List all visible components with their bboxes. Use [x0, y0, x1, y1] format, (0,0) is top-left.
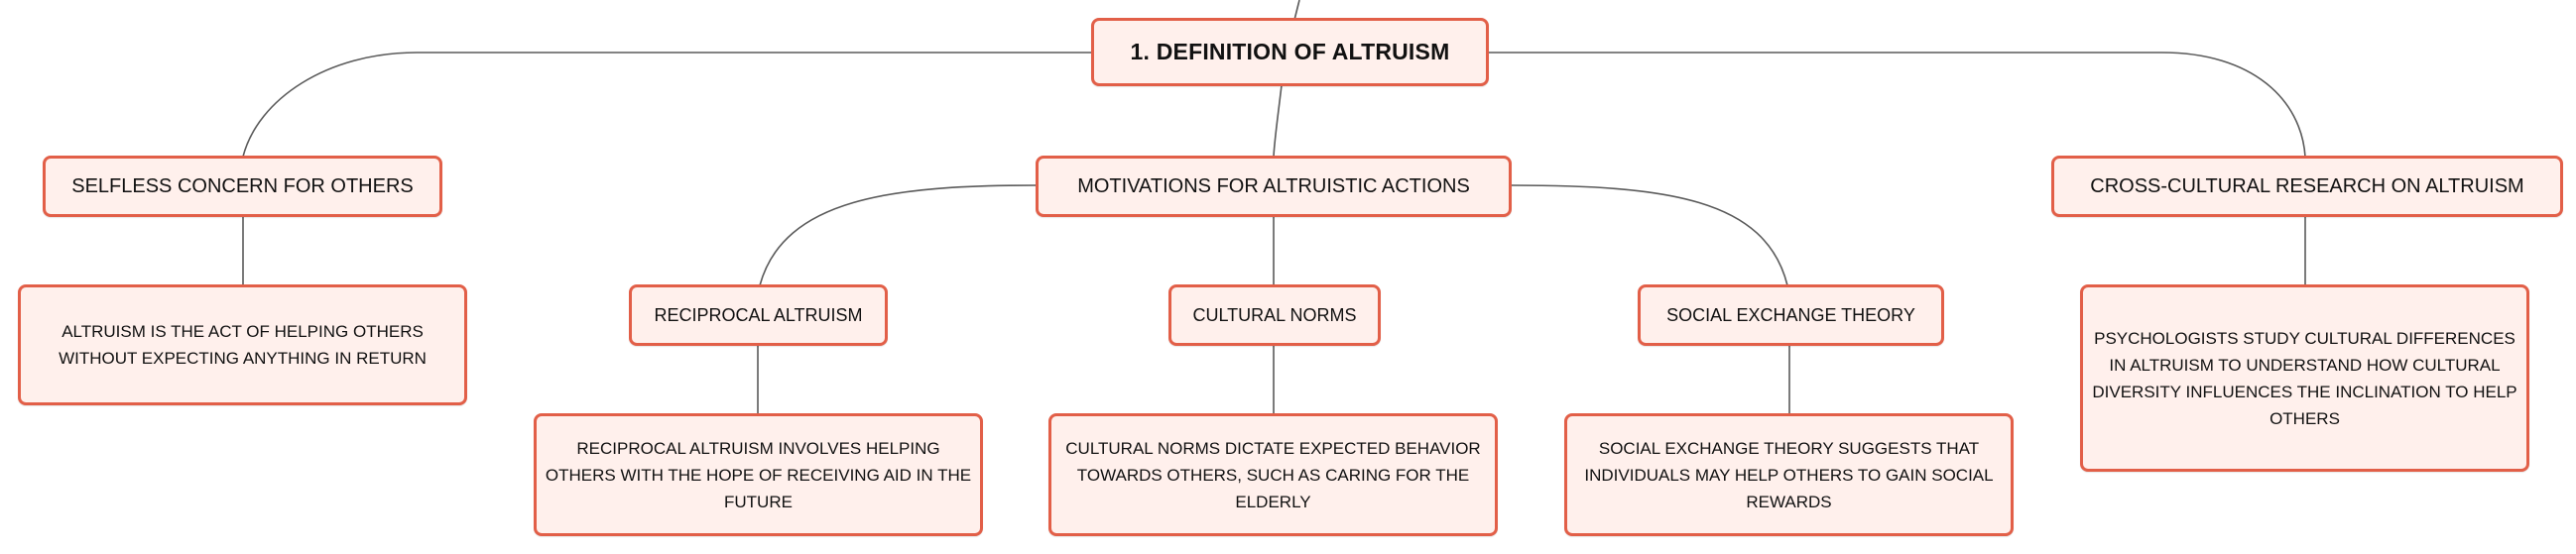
root-node-label: 1. DEFINITION OF ALTRUISM [1130, 39, 1450, 64]
leaf-text: CULTURAL NORMS DICTATE EXPECTED BEHAVIOR… [1065, 438, 1481, 511]
leaf-cross-cultural-research[interactable]: PSYCHOLOGISTS STUDY CULTURAL DIFFERENCES… [2080, 284, 2529, 472]
leaf-text: RECIPROCAL ALTRUISM INVOLVES HELPING OTH… [545, 438, 972, 511]
sub-branch-label: CULTURAL NORMS [1192, 304, 1357, 325]
connector-motivations-to-reciprocal [759, 184, 1038, 286]
leaf-selfless-definition[interactable]: ALTRUISM IS THE ACT OF HELPING OTHERS WI… [18, 284, 467, 405]
sub-branch-label: RECIPROCAL ALTRUISM [654, 304, 863, 325]
branch-label: SELFLESS CONCERN FOR OTHERS [71, 174, 414, 197]
branch-selfless-concern[interactable]: SELFLESS CONCERN FOR OTHERS [43, 156, 442, 217]
sub-branch-social-exchange[interactable]: SOCIAL EXCHANGE THEORY [1638, 284, 1944, 346]
leaf-reciprocal-altruism[interactable]: RECIPROCAL ALTRUISM INVOLVES HELPING OTH… [534, 413, 983, 536]
leaf-text: PSYCHOLOGISTS STUDY CULTURAL DIFFERENCES… [2092, 328, 2517, 428]
connector-root-to-crosscultural [1488, 52, 2306, 158]
leaf-social-exchange[interactable]: SOCIAL EXCHANGE THEORY SUGGESTS THAT IND… [1564, 413, 2014, 536]
connector-root-to-motivations [1273, 84, 1283, 158]
connector-root-to-selfless [242, 52, 1091, 158]
root-node[interactable]: 1. DEFINITION OF ALTRUISM [1091, 18, 1489, 86]
branch-cross-cultural[interactable]: CROSS-CULTURAL RESEARCH ON ALTRUISM [2051, 156, 2563, 217]
branch-label: CROSS-CULTURAL RESEARCH ON ALTRUISM [2090, 174, 2524, 197]
leaf-cultural-norms[interactable]: CULTURAL NORMS DICTATE EXPECTED BEHAVIOR… [1048, 413, 1498, 536]
connector-motivations-to-social [1509, 184, 1788, 286]
sub-branch-label: SOCIAL EXCHANGE THEORY [1666, 304, 1915, 325]
leaf-text: SOCIAL EXCHANGE THEORY SUGGESTS THAT IND… [1584, 438, 1994, 511]
connector-parent-to-root [1293, 0, 1300, 21]
branch-motivations[interactable]: MOTIVATIONS FOR ALTRUISTIC ACTIONS [1036, 156, 1512, 217]
sub-branch-reciprocal-altruism[interactable]: RECIPROCAL ALTRUISM [629, 284, 888, 346]
branch-label: MOTIVATIONS FOR ALTRUISTIC ACTIONS [1077, 174, 1470, 197]
leaf-text: ALTRUISM IS THE ACT OF HELPING OTHERS WI… [59, 322, 427, 368]
sub-branch-cultural-norms[interactable]: CULTURAL NORMS [1168, 284, 1381, 346]
